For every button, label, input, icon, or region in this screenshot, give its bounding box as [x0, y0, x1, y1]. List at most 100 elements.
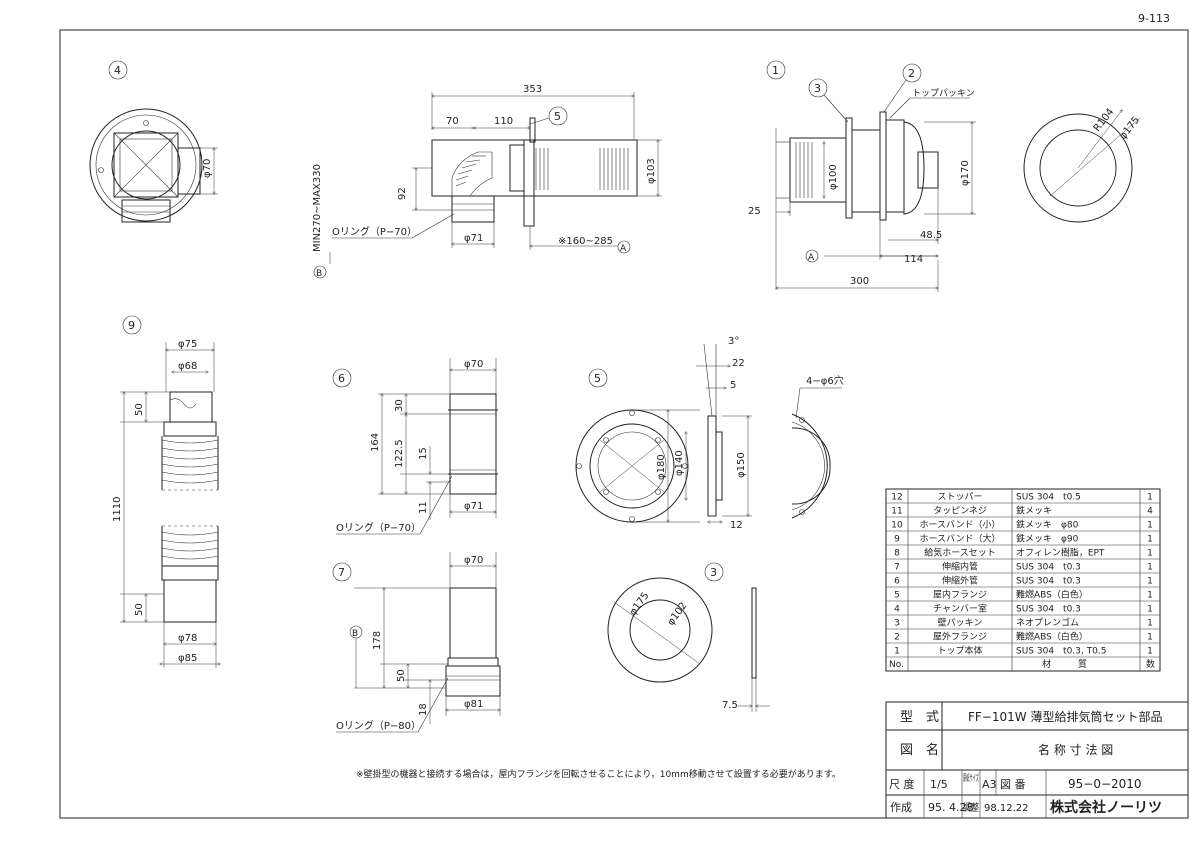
assembly-dim-d103: φ103	[646, 158, 657, 184]
view-7-dim-50: 50	[396, 669, 407, 682]
table-cell-name: 給気ホースセット	[924, 547, 996, 559]
table-cell-qty: 4	[1147, 507, 1153, 517]
view-9-dim-50-top: 50	[134, 403, 145, 416]
table-cell-no: 11	[891, 507, 902, 517]
assembly-dim-110: 110	[494, 116, 513, 127]
view-4-number: 4	[114, 64, 121, 77]
view-6-dim-11: 11	[418, 501, 429, 514]
table-cell-qty: 1	[1147, 521, 1153, 531]
view-6-dim-d71: φ71	[464, 501, 483, 512]
table-cell-name: チャンバー室	[933, 603, 987, 615]
view-3-dim-d175: φ175	[628, 591, 652, 618]
view-3-number: 3	[710, 566, 717, 579]
view-7-dim-d81: φ81	[464, 699, 483, 710]
view-5-dim-5: 5	[730, 380, 736, 391]
table-cell-no: 6	[894, 577, 900, 587]
table-cell-no: 10	[891, 521, 903, 531]
page-number: 9-113	[1138, 12, 1170, 25]
title-block: 型 式 FF−101W 薄型給排気筒セット部品 図 名 名 称 寸 法 図 尺 …	[885, 701, 1189, 819]
view-1-dim-r104: R104	[1092, 107, 1117, 134]
view-3: 3 φ175 φ102 7.5	[607, 562, 770, 712]
table-header-no: No.	[889, 660, 904, 670]
table-cell-material: 難燃ABS（白色）	[1016, 589, 1088, 601]
assembly-dim-353: 353	[523, 84, 542, 95]
view-7-dim-178: 178	[372, 631, 383, 650]
table-cell-name: ホースバンド（小）	[919, 520, 1000, 531]
title-model-label: 型 式	[900, 710, 939, 725]
view-4-marker	[108, 60, 128, 80]
view-4: 4 φ70	[89, 60, 218, 223]
view-1-dim-25: 25	[748, 206, 761, 217]
table-cell-qty: 1	[1147, 633, 1153, 643]
table-cell-no: 8	[894, 549, 900, 559]
view-9-dim-d78: φ78	[178, 633, 197, 644]
table-cell-name: 屋内フランジ	[933, 589, 987, 601]
table-cell-no: 12	[891, 493, 902, 503]
title-revised-date: 98.12.22	[984, 803, 1029, 814]
assembly-dim-92: 92	[397, 187, 408, 200]
view-9-dim-d68: φ68	[178, 361, 197, 372]
view-6: 6 φ70 30 164 122.5 15 11 Oリング（P−70） φ71	[332, 358, 498, 535]
view-6-dim-30: 30	[394, 399, 405, 412]
title-made-date: 95. 4.28	[928, 801, 973, 814]
view-9-dim-50-bottom: 50	[134, 603, 145, 616]
assembly-ref-b: B	[316, 269, 322, 279]
view-6-label-oring: Oリング（P−70）	[336, 521, 421, 534]
table-cell-material: SUS 304 t0.3, T0.5	[1016, 647, 1106, 657]
view-5-number: 5	[594, 372, 601, 385]
table-cell-name: ストッパー	[937, 492, 982, 503]
table-cell-qty: 1	[1147, 619, 1153, 629]
title-company: 株式会社ノーリツ	[1050, 799, 1162, 816]
table-row: 3 壁パッキン ネオプレンゴム 1	[894, 617, 1153, 629]
assembly-num-5: 5	[554, 110, 561, 123]
view-1-number: 1	[772, 64, 779, 77]
assembly-dim-70: 70	[446, 116, 459, 127]
assembly-dim-min-max: MIN270∼MAX330	[312, 164, 323, 252]
table-cell-qty: 1	[1147, 493, 1153, 503]
view-7-dim-18: 18	[418, 703, 429, 716]
table-cell-name: 伸縮内管	[942, 561, 978, 573]
view-9-dim-d85: φ85	[178, 653, 197, 664]
view-1-dim-114: 114	[904, 254, 923, 265]
view-1-dim-d170: φ170	[960, 160, 971, 186]
table-cell-no: 9	[894, 535, 900, 545]
table-cell-qty: 1	[1147, 535, 1153, 545]
view-1-ref-a: A	[808, 253, 815, 263]
table-row: 5 屋内フランジ 難燃ABS（白色） 1	[894, 589, 1153, 601]
view-4-dim-d70: φ70	[202, 159, 213, 178]
table-cell-no: 2	[894, 633, 900, 643]
view-1-dim-d100: φ100	[828, 164, 839, 190]
table-cell-name: 壁パッキン	[938, 617, 983, 629]
view-1-dim-300: 300	[850, 276, 869, 287]
table-cell-qty: 1	[1147, 591, 1153, 601]
table-cell-no: 3	[894, 619, 900, 629]
view-7: 7 φ70 178 B 50 18 Oリング（P−80） φ81	[332, 552, 501, 733]
table-cell-material: ネオプレンゴム	[1016, 617, 1079, 629]
view-6-dim-122-5: 122.5	[394, 439, 405, 468]
table-cell-name: 伸縮外管	[942, 575, 978, 587]
table-cell-name: 屋外フランジ	[933, 631, 987, 643]
view-1-num-2: 2	[908, 67, 915, 80]
view-1-dim-48-5: 48.5	[920, 230, 942, 241]
view-5-dim-d150: φ150	[736, 452, 747, 478]
assembly-view: 353 70 110 5 φ103	[312, 84, 662, 279]
table-cell-no: 5	[894, 591, 900, 601]
table-cell-material: SUS 304 t0.3	[1016, 563, 1081, 573]
view-9-number: 9	[128, 319, 135, 332]
view-6-dim-164: 164	[370, 433, 381, 452]
view-6-number: 6	[338, 372, 345, 385]
assembly-dim-d71: φ71	[464, 233, 483, 244]
view-9: 9 φ75 φ68 50 1110	[112, 315, 220, 668]
table-cell-name: ホースバンド（大）	[919, 533, 1000, 545]
footnote: ※壁掛型の機器と接続する場合は，屋内フランジを回転させることにより，10mm移動…	[356, 768, 841, 780]
table-cell-qty: 1	[1147, 549, 1153, 559]
